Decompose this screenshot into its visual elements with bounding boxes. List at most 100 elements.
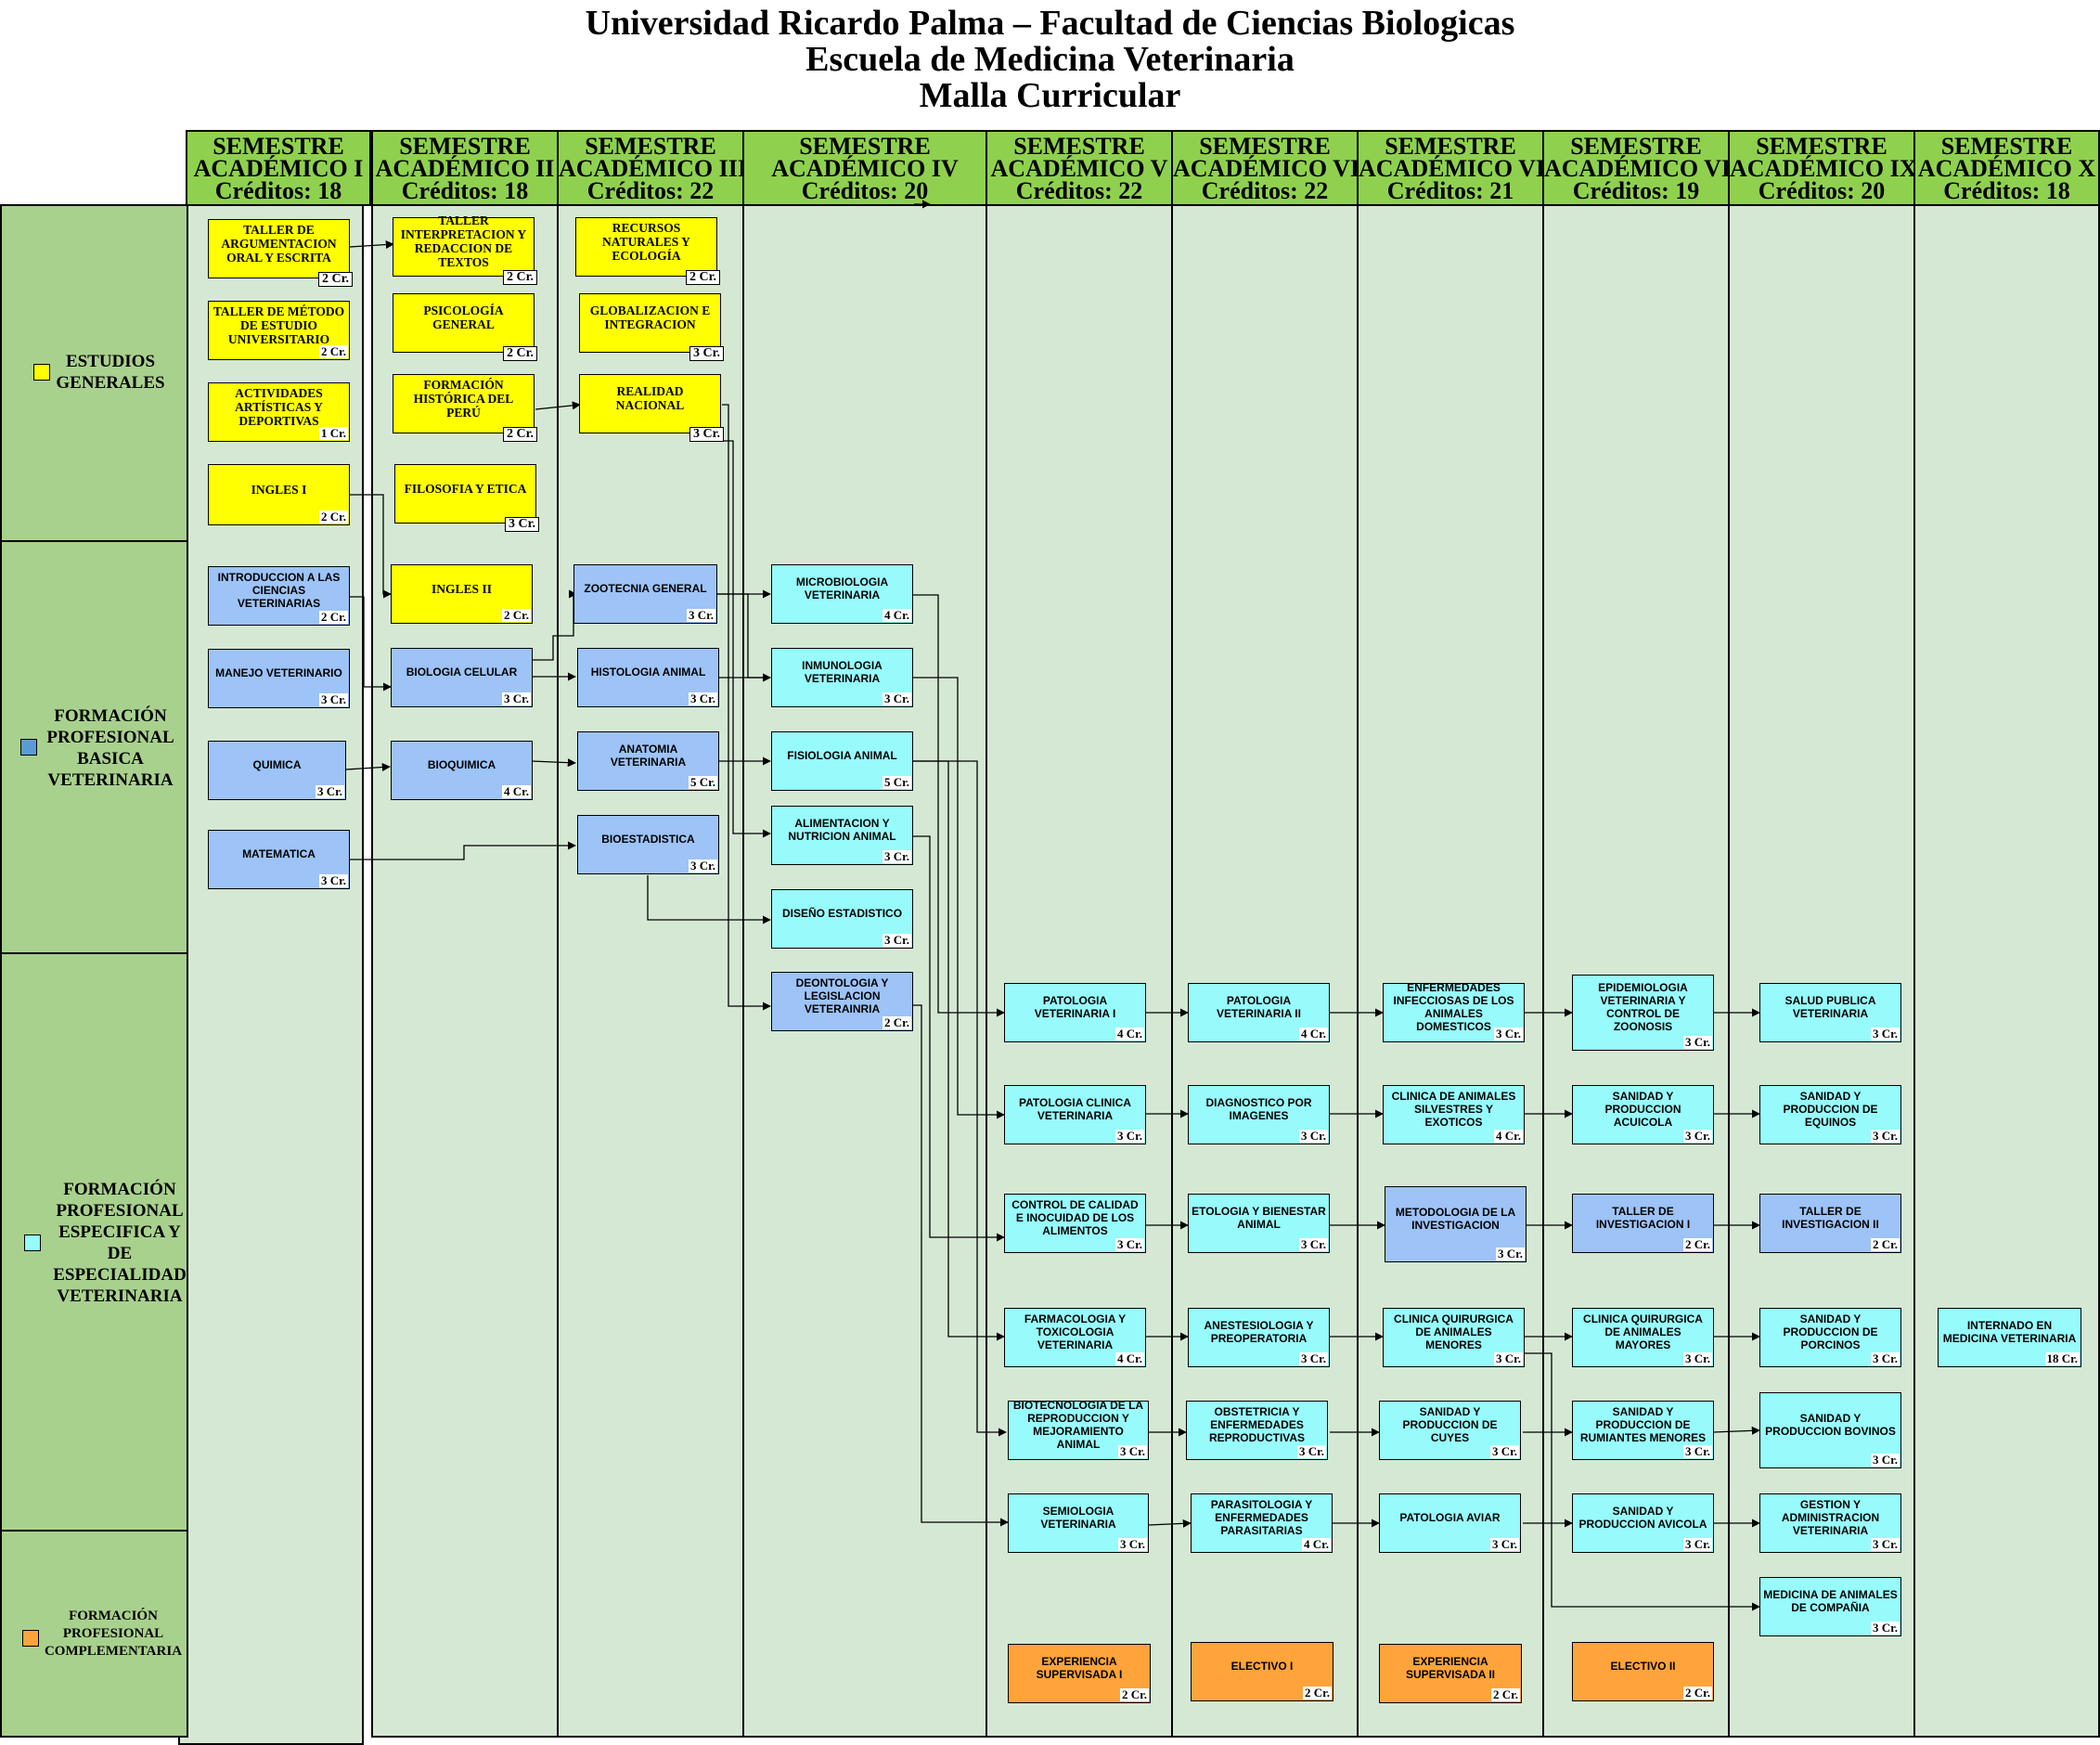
course-obstetricia[interactable]: OBSTETRICIA Y ENFERMEDADES REPRODUCTIVAS… — [1186, 1401, 1328, 1460]
semester-column-5 — [986, 204, 1173, 1738]
arrow — [349, 239, 394, 250]
semester-column-7 — [1357, 204, 1544, 1738]
course-clinica-silvestres[interactable]: CLINICA DE ANIMALES SILVESTRES Y EXOTICO… — [1383, 1085, 1525, 1144]
arrow — [531, 758, 576, 768]
area-color-swatch — [20, 739, 37, 756]
arrow — [913, 1004, 1009, 1527]
arrow — [913, 835, 1005, 1242]
course-enfermedades-infecciosas[interactable]: ENFERMEDADES INFECCIOSAS DE LOS ANIMALES… — [1383, 981, 1525, 1042]
semester-column-1 — [178, 204, 364, 1745]
page-title-block: Universidad Ricardo Palma – Facultad de … — [0, 6, 2100, 114]
arrow — [350, 596, 392, 692]
semester-column-6 — [1171, 204, 1359, 1738]
area-row-estudios-generales: ESTUDIOS GENERALES — [0, 204, 188, 542]
arrow — [913, 677, 1005, 1119]
area-row-profesional-especifica: FORMACIÓN PROFESIONAL ESPECIFICA Y DE ES… — [0, 952, 188, 1532]
arrow — [535, 401, 581, 410]
semester-column-4 — [742, 204, 987, 1738]
course-sanidad-rumiantes[interactable]: SANIDAD Y PRODUCCION DE RUMIANTES MENORE… — [1572, 1401, 1714, 1460]
arrow — [1712, 1426, 1760, 1435]
area-label: FORMACIÓN PROFESIONAL BASICA VETERINARIA — [46, 706, 174, 790]
arrow — [346, 841, 576, 860]
curriculum-title: Malla Curricular — [919, 76, 1181, 115]
area-label: FORMACIÓN PROFESIONAL COMPLEMENTARIA — [44, 1609, 183, 1659]
course-taller-interpretacion[interactable]: TALLER INTERPRETACION Y REDACCION DE TEX… — [393, 213, 537, 285]
university-title: Universidad Ricardo Palma – Facultad de … — [585, 4, 1515, 43]
course-introduccion-ciencias-veterinarias[interactable]: INTRODUCCION A LAS CIENCIAS VETERINARIAS… — [208, 566, 350, 626]
course-biotecnologia-reproduccion[interactable]: BIOTECNOLOGIA DE LA REPRODUCCION Y MEJOR… — [1008, 1399, 1149, 1460]
semester-column-2 — [371, 204, 559, 1738]
arrow — [913, 760, 1007, 1437]
area-color-swatch — [33, 364, 50, 381]
course-epidemiologia[interactable]: EPIDEMIOLOGIA VETERINARIA Y CONTROL DE Z… — [1572, 975, 1714, 1051]
school-title: Escuela de Medicina Veterinaria — [805, 40, 1295, 79]
arrow — [1523, 1352, 1760, 1611]
course-taller-metodo-estudio[interactable]: TALLER DE MÉTODO DE ESTUDIO UNIVERSITARI… — [208, 301, 350, 360]
arrow — [345, 762, 391, 772]
area-label: ESTUDIOS GENERALES — [56, 352, 165, 393]
semester-column-10 — [1913, 204, 2100, 1738]
arrow — [647, 875, 771, 924]
course-control-calidad-alimentos[interactable]: CONTROL DE CALIDAD E INOCUIDAD DE LOS AL… — [1004, 1194, 1146, 1253]
course-parasitologia[interactable]: PARASITOLOGIA Y ENFERMEDADES PARASITARIA… — [1191, 1493, 1333, 1553]
arrow — [1148, 1519, 1192, 1528]
